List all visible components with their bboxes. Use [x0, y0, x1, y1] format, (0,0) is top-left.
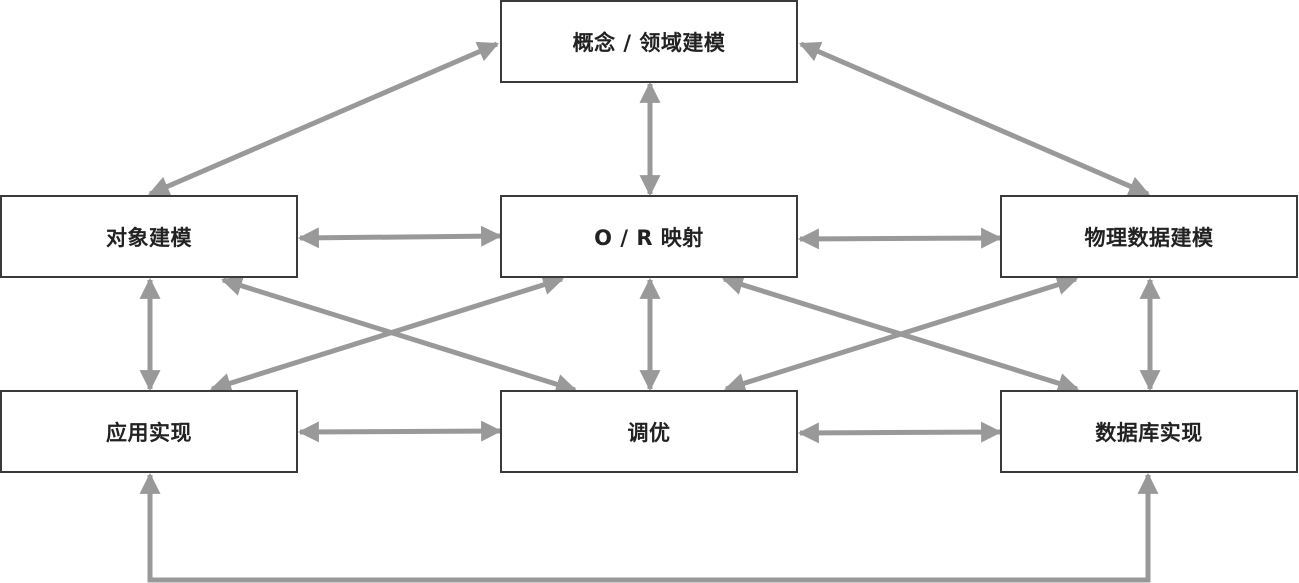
node-physical-data-modeling: 物理数据建模 — [1000, 195, 1298, 278]
arrow-physical-tuning — [723, 274, 1079, 394]
node-object-modeling: 对象建模 — [0, 195, 298, 278]
node-tuning-label: 调优 — [627, 420, 671, 445]
arrow-or_mapping-app_impl — [209, 274, 565, 394]
arrow-concept-physical — [799, 41, 1150, 197]
node-database-implementation: 数据库实现 — [1000, 390, 1298, 473]
arrow-app_impl-tuning — [297, 420, 503, 443]
node-physical-label: 物理数据建模 — [1084, 225, 1214, 250]
node-object-label: 对象建模 — [106, 225, 192, 250]
arrow-object-tuning — [220, 275, 578, 395]
arrow-object-or_mapping — [297, 225, 503, 249]
arrow-tuning-db_impl — [797, 421, 1003, 444]
node-or-mapping: O / R 映射 — [500, 195, 798, 278]
node-app-impl-label: 应用实现 — [106, 420, 192, 445]
node-db-impl-label: 数据库实现 — [1095, 420, 1203, 445]
arrow-app_impl-db_impl — [139, 472, 1159, 583]
arrow-or_mapping-physical — [797, 227, 1003, 250]
arrows-layer — [139, 41, 1161, 583]
node-tuning: 调优 — [500, 390, 798, 473]
node-concept-label: 概念 / 领域建模 — [572, 30, 726, 55]
node-or-mapping-label: O / R 映射 — [594, 225, 704, 250]
arrow-concept-object — [148, 41, 499, 197]
node-application-implementation: 应用实现 — [0, 390, 298, 473]
node-concept-domain-modeling: 概念 / 领域建模 — [500, 0, 798, 83]
